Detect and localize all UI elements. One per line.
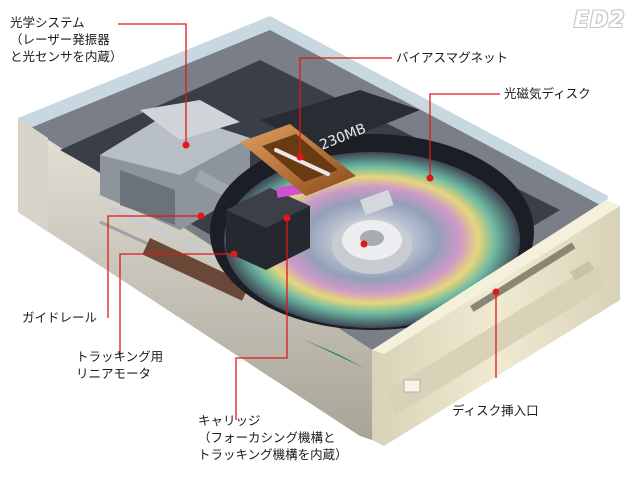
leader-guide-rail — [107, 215, 201, 318]
label-guide-rail: ガイドレール — [22, 310, 98, 325]
leader-mo-disk — [429, 93, 500, 178]
ed2-logo: ED2 — [574, 8, 626, 33]
leader-linear-motor — [119, 253, 234, 356]
label-mo-disk: 光磁気ディスク — [504, 86, 591, 101]
label-carriage: キャリッジ （フォーカシング機構と トラッキング機構を内蔵） — [198, 413, 348, 462]
leader-carriage — [235, 218, 288, 420]
leader-dots — [182, 141, 500, 296]
spindle-hub — [332, 189, 412, 274]
label-bias-magnet: バイアスマグネット — [396, 50, 509, 65]
label-optical-system: 光学システム （レーザー発振器 と光センサを内蔵） — [10, 15, 123, 64]
label-disk-slot: ディスク挿入口 — [452, 403, 539, 418]
label-linear-motor: トラッキング用 リニアモータ — [76, 349, 164, 381]
leader-optical-system — [118, 23, 187, 145]
leader-lines — [107, 23, 500, 420]
leader-bias-magnet — [299, 57, 392, 157]
optical-system-block — [100, 100, 253, 230]
